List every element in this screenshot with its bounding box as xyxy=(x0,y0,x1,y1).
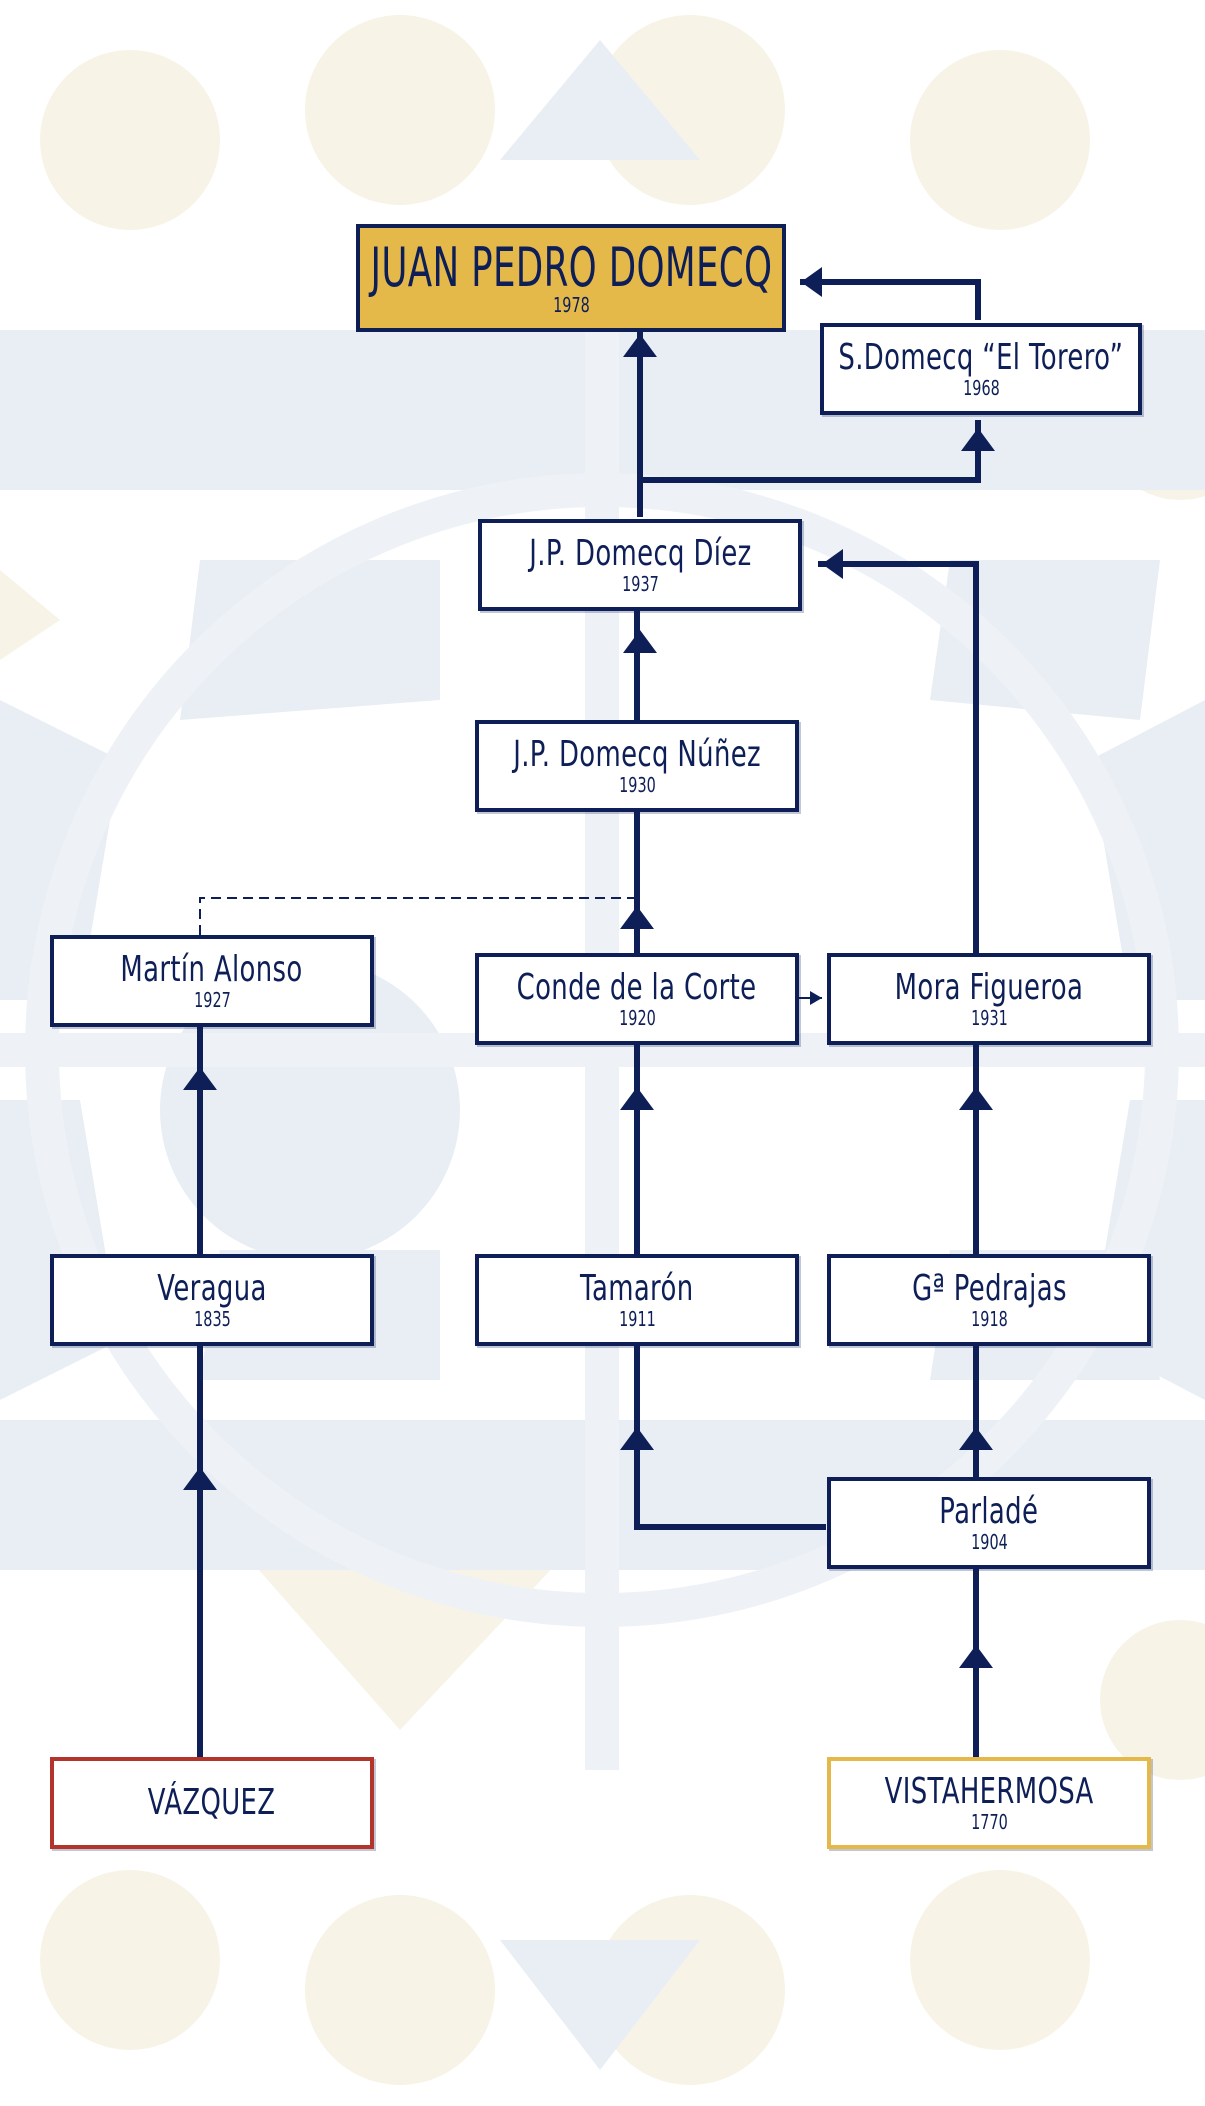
node-year: 1918 xyxy=(970,1307,1008,1331)
node-year: 1931 xyxy=(970,1006,1008,1030)
connector-parlade-tamaron xyxy=(634,1341,826,1530)
arrowhead-el-torero xyxy=(961,428,995,451)
node-name: VÁZQUEZ xyxy=(148,1782,276,1823)
arrowhead-martin-alonso xyxy=(183,1067,217,1090)
node-year: 1911 xyxy=(618,1307,656,1331)
node-jp-domecq-nunez: J.P. Domecq Núñez 1930 xyxy=(475,720,799,812)
node-vazquez: VÁZQUEZ xyxy=(50,1757,374,1849)
node-name: Parladé xyxy=(939,1491,1039,1532)
arrowhead-jp-diez-from-mora xyxy=(822,549,843,579)
node-name: Mora Figueroa xyxy=(894,967,1084,1008)
arrowhead-conde-de-la-corte xyxy=(620,1087,654,1110)
node-year: 1835 xyxy=(193,1307,231,1331)
node-year: 1904 xyxy=(970,1530,1008,1554)
arrowhead-jp-nunez xyxy=(623,630,657,653)
node-martin-alonso: Martín Alonso 1927 xyxy=(50,935,374,1027)
node-year: 1920 xyxy=(618,1006,656,1030)
connector-mora-jp-diez xyxy=(818,561,979,953)
node-tamaron: Tamarón 1911 xyxy=(475,1254,799,1346)
arrowhead-pedrajas xyxy=(959,1427,993,1450)
arrowhead-tamaron xyxy=(620,1427,654,1450)
node-name: Martín Alonso xyxy=(120,949,304,990)
node-name: J.P. Domecq Núñez xyxy=(513,734,761,775)
node-year: 1930 xyxy=(618,773,656,797)
arrowhead-parlade xyxy=(959,1645,993,1668)
node-name: Gª Pedrajas xyxy=(911,1268,1067,1309)
node-mora-figueroa: Mora Figueroa 1931 xyxy=(827,953,1151,1045)
node-conde-de-la-corte: Conde de la Corte 1920 xyxy=(475,953,799,1045)
connector-jp-diez-el-torero xyxy=(640,420,981,483)
node-year: 1968 xyxy=(962,376,1000,400)
node-jp-domecq-diez: J.P. Domecq Díez 1937 xyxy=(478,519,802,611)
node-s-domecq-el-torero: S.Domecq “El Torero” 1968 xyxy=(820,323,1142,415)
node-juan-pedro-domecq: JUAN PEDRO DOMECQ 1978 xyxy=(356,224,786,332)
node-vistahermosa: VISTAHERMOSA 1770 xyxy=(827,1757,1151,1849)
connector-el-torero-root xyxy=(800,279,981,320)
dashed-connector-martin-alonso xyxy=(199,897,637,935)
arrowhead-conde-from-nunez xyxy=(620,906,654,929)
node-name: J.P. Domecq Díez xyxy=(528,533,752,574)
arrowhead-root xyxy=(623,334,657,357)
node-name: Veragua xyxy=(157,1268,267,1309)
node-year: 1927 xyxy=(193,988,231,1012)
node-year: 1770 xyxy=(970,1810,1008,1834)
node-name: VISTAHERMOSA xyxy=(884,1771,1094,1812)
arrowhead-mora-from-conde xyxy=(810,991,822,1005)
node-ga-pedrajas: Gª Pedrajas 1918 xyxy=(827,1254,1151,1346)
node-parlade: Parladé 1904 xyxy=(827,1477,1151,1569)
node-name: Tamarón xyxy=(580,1268,694,1309)
node-name: S.Domecq “El Torero” xyxy=(838,337,1124,378)
node-veragua: Veragua 1835 xyxy=(50,1254,374,1346)
node-year: 1978 xyxy=(552,293,590,317)
node-year: 1937 xyxy=(621,572,659,596)
arrowhead-mora-figueroa xyxy=(959,1087,993,1110)
node-name: JUAN PEDRO DOMECQ xyxy=(370,236,772,299)
arrowhead-root-from-torero xyxy=(801,267,822,297)
arrowhead-veragua xyxy=(183,1467,217,1490)
node-name: Conde de la Corte xyxy=(517,967,757,1008)
